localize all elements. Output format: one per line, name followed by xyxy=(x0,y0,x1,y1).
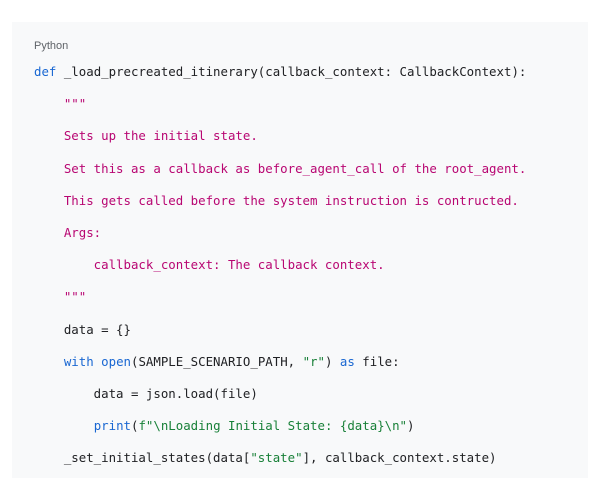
code-token: callback_context: The callback context. xyxy=(34,257,385,273)
code-token: ( xyxy=(131,418,139,434)
code-token: file: xyxy=(354,353,400,369)
code-token: "state" xyxy=(250,450,303,466)
code-line: data = json.load(file) xyxy=(34,378,526,410)
code-token: Set this as a callback as before_agent_c… xyxy=(34,160,527,176)
code-line: data = {} xyxy=(34,314,526,346)
code-token: """ xyxy=(34,96,87,112)
code-line: Set this as a callback as before_agent_c… xyxy=(34,153,527,185)
code-token: data = {} xyxy=(34,321,131,337)
code-line: """ xyxy=(34,88,526,120)
code-token: with xyxy=(63,353,94,369)
code-token: ) xyxy=(324,353,340,369)
code-token: (SAMPLE_SCENARIO_PATH, xyxy=(131,353,303,369)
code-token: Args: xyxy=(34,224,102,240)
code-token: f"\nLoading Initial State: {data}\n" xyxy=(138,418,408,434)
code-line: Args: xyxy=(34,217,526,249)
code-line: with open(SAMPLE_SCENARIO_PATH, "r") as … xyxy=(34,346,526,378)
code-token: def xyxy=(34,64,57,79)
code-token: ], callback_context.state) xyxy=(302,450,497,466)
code-token: "r" xyxy=(302,353,325,369)
code-panel xyxy=(12,22,588,478)
code-token xyxy=(34,354,64,369)
code-line: This gets called before the system instr… xyxy=(34,185,526,217)
code-block: def _load_precreated_itinerary(callback_… xyxy=(34,56,526,474)
code-token: _load_precreated_itinerary(callback_cont… xyxy=(56,64,527,79)
code-line: callback_context: The callback context. xyxy=(34,249,526,281)
code-token: data = json.load(file) xyxy=(34,385,258,401)
code-token: Sets up the initial state. xyxy=(34,128,258,144)
code-line: """ xyxy=(34,281,526,313)
code-token xyxy=(34,418,94,433)
code-token: ) xyxy=(407,418,415,434)
code-token: open xyxy=(101,353,131,369)
code-token: _set_initial_states(data[ xyxy=(34,450,251,466)
code-token: This gets called before the system instr… xyxy=(34,192,519,208)
code-line: def _load_precreated_itinerary(callback_… xyxy=(34,56,526,88)
code-line: _set_initial_states(data["state"], callb… xyxy=(34,442,526,474)
code-token: """ xyxy=(34,289,87,305)
code-line: Sets up the initial state. xyxy=(34,120,526,152)
code-line: print(f"\nLoading Initial State: {data}\… xyxy=(34,410,526,442)
code-token: print xyxy=(93,418,131,434)
language-label: Python xyxy=(34,40,69,52)
code-token: as xyxy=(339,353,355,369)
